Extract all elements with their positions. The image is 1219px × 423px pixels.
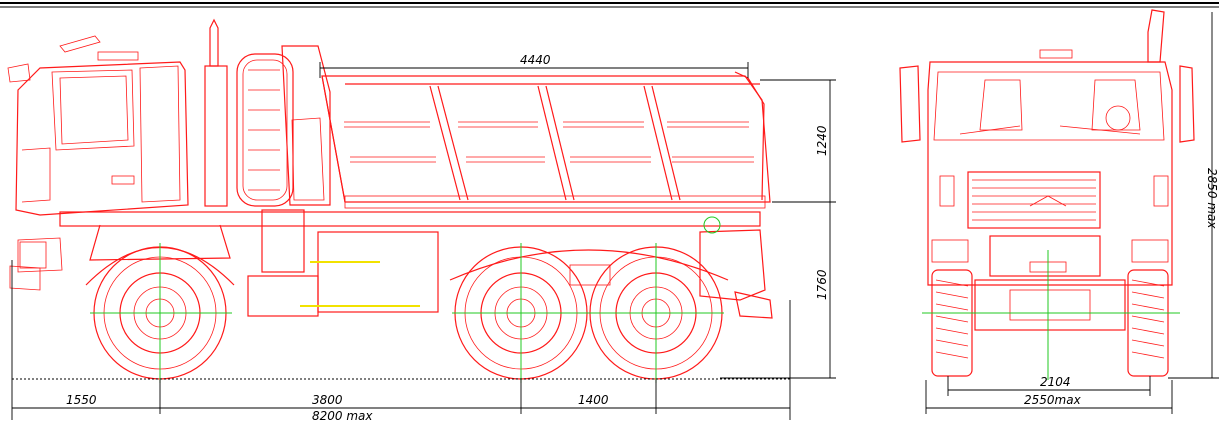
cab xyxy=(7,35,189,291)
dim-body-height: 1240 xyxy=(815,125,829,156)
dump-body xyxy=(321,71,771,209)
exhaust-and-spare xyxy=(204,18,294,207)
dim-track-width: 2104 xyxy=(1040,375,1071,389)
side-dimensions xyxy=(11,62,836,420)
body-mount xyxy=(281,45,331,206)
dim-overall-width: 2550max xyxy=(1024,393,1082,407)
side-view xyxy=(7,18,773,383)
rear-wheel-arch xyxy=(449,249,729,281)
front-dimensions xyxy=(925,12,1219,414)
dim-rear-axle-spacing: 1400 xyxy=(578,393,609,407)
dim-wheelbase: 3800 xyxy=(312,393,343,407)
axle-centerlines xyxy=(90,243,724,383)
dim-front-overhang: 1550 xyxy=(66,393,97,407)
dim-overall-length: 8200 max xyxy=(312,409,373,423)
chassis xyxy=(59,209,773,319)
dim-frame-height: 1760 xyxy=(815,269,829,300)
dim-body-length: 4440 xyxy=(520,53,551,67)
dim-overall-height: 2850 max xyxy=(1205,168,1219,229)
sheet-border xyxy=(0,2,1219,8)
front-view xyxy=(899,9,1195,380)
